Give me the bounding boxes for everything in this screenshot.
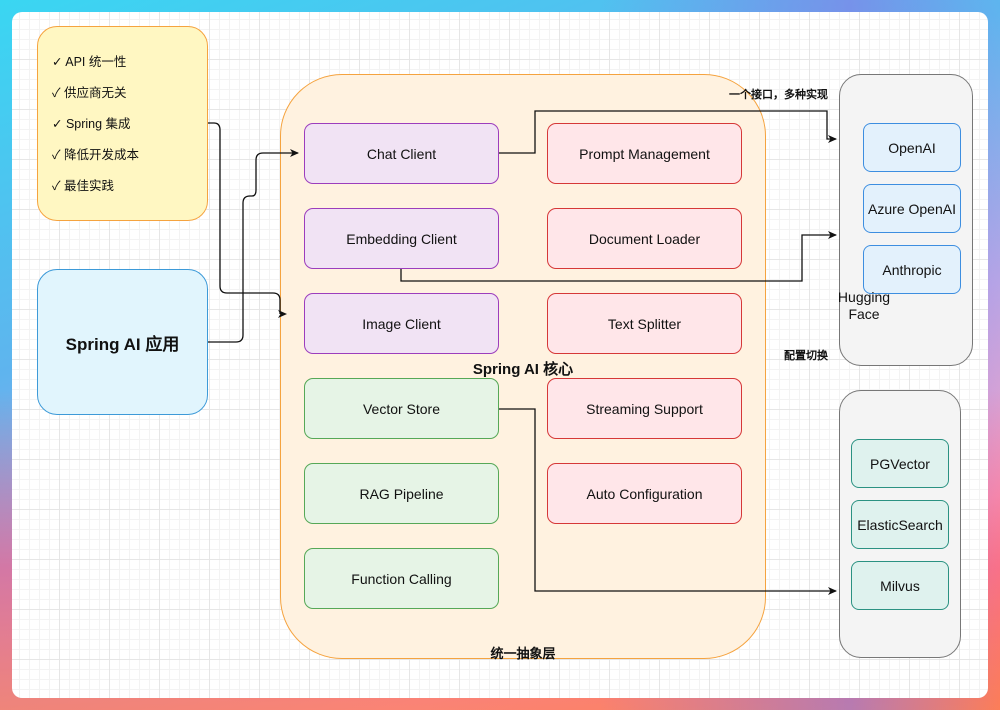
module-label: Streaming Support <box>586 400 703 417</box>
vector-store-label: Milvus <box>880 577 920 594</box>
one-interface-label: 一个接口，多种实现 <box>729 89 828 101</box>
module-label: Text Splitter <box>607 315 682 332</box>
auto-configuration-box[interactable]: Auto Configuration <box>547 463 742 524</box>
feature-item: ✓ Spring 集成 <box>52 117 131 131</box>
feature-item: ✓ 降低开发成本 <box>52 148 140 162</box>
core-title: Spring AI 核心 <box>472 361 574 378</box>
module-label: Prompt Management <box>579 145 710 162</box>
vector-store-label: PGVector <box>870 455 930 472</box>
module-label: Embedding Client <box>346 230 457 247</box>
spring-ai-app-box[interactable]: Spring AI 应用 <box>37 269 208 415</box>
provider-azure-openai-box[interactable]: Azure OpenAI <box>863 184 961 233</box>
prompt-management-box[interactable]: Prompt Management <box>547 123 742 184</box>
provider-label: Anthropic <box>882 261 942 278</box>
module-label: Auto Configuration <box>586 485 703 502</box>
document-loader-box[interactable]: Document Loader <box>547 208 742 269</box>
vector-elasticsearch-box[interactable]: ElasticSearch <box>851 500 949 549</box>
vector-milvus-box[interactable]: Milvus <box>851 561 949 610</box>
vector-store-box[interactable]: Vector Store <box>304 378 499 439</box>
core-footer-label: 统一抽象层 <box>490 646 556 661</box>
feature-item: ✓ 最佳实践 <box>52 179 115 193</box>
module-label: Function Calling <box>351 570 452 587</box>
provider-openai-box[interactable]: OpenAI <box>863 123 961 172</box>
provider-label: Azure OpenAI <box>868 200 956 217</box>
app-label: Spring AI 应用 <box>65 334 180 354</box>
module-label: Image Client <box>362 315 441 332</box>
features-list: ✓ API 统一性 ✓ 供应商无关 ✓ Spring 集成 ✓ 降低开发成本 ✓… <box>52 52 139 207</box>
vector-store-label: ElasticSearch <box>857 516 943 533</box>
provider-anthropic-box[interactable]: Anthropic <box>863 245 961 294</box>
function-calling-box[interactable]: Function Calling <box>304 548 499 609</box>
feature-item: ✓ API 统一性 <box>52 55 127 69</box>
module-label: Document Loader <box>588 230 701 247</box>
module-label: Vector Store <box>362 400 441 417</box>
chat-client-box[interactable]: Chat Client <box>304 123 499 184</box>
module-label: Chat Client <box>366 145 437 162</box>
feature-item: ✓ 供应商无关 <box>52 86 127 100</box>
image-client-box[interactable]: Image Client <box>304 293 499 354</box>
config-switch-label: 配置切换 <box>784 350 828 362</box>
text-splitter-box[interactable]: Text Splitter <box>547 293 742 354</box>
vector-pgvector-box[interactable]: PGVector <box>851 439 949 488</box>
provider-label: OpenAI <box>888 139 936 156</box>
provider-hugging-face-label: Hugging Face <box>837 289 891 322</box>
embedding-client-box[interactable]: Embedding Client <box>304 208 499 269</box>
streaming-support-box[interactable]: Streaming Support <box>547 378 742 439</box>
features-box[interactable]: ✓ API 统一性 ✓ 供应商无关 ✓ Spring 集成 ✓ 降低开发成本 ✓… <box>37 26 208 221</box>
module-label: RAG Pipeline <box>359 485 444 502</box>
rag-pipeline-box[interactable]: RAG Pipeline <box>304 463 499 524</box>
